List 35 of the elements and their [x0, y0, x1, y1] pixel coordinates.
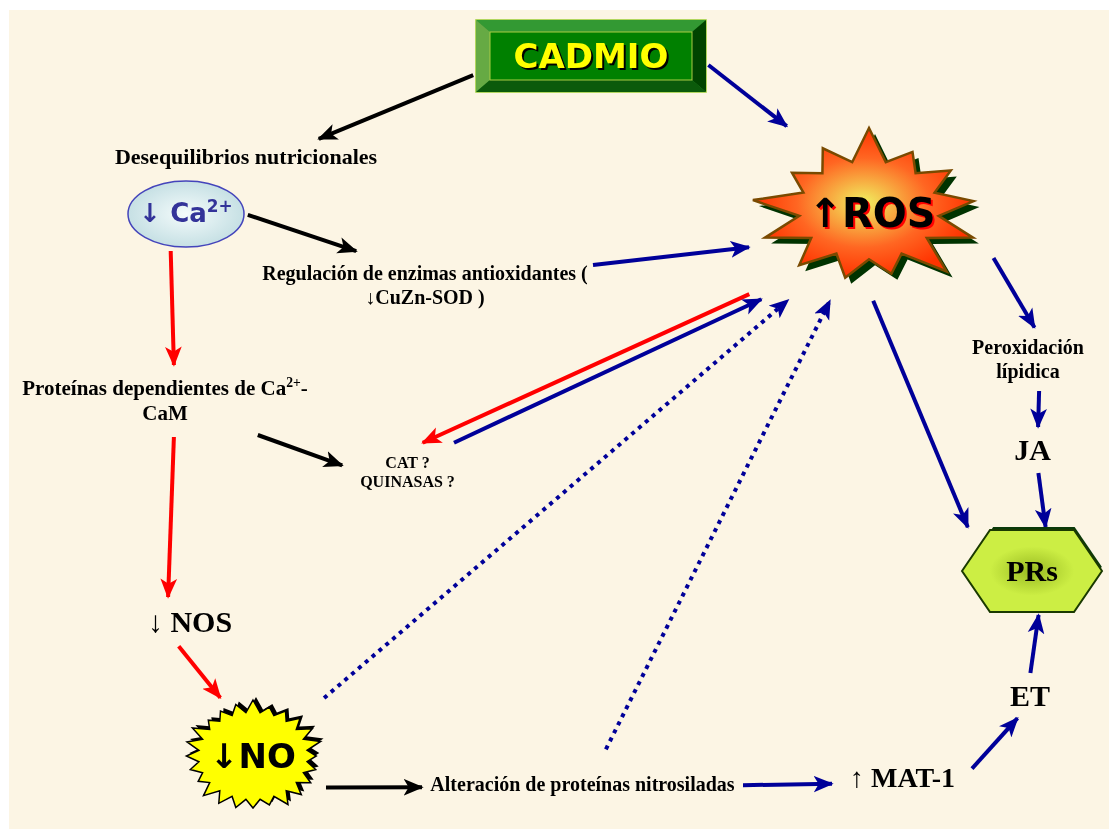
node-label: CADMIO: [513, 35, 669, 77]
arrow: [991, 257, 1037, 329]
node-text: ET: [1009, 678, 1051, 714]
node-text: ↑ MAT-1: [849, 761, 956, 795]
node-text: Desequilibrios nutricionales: [113, 143, 379, 171]
arrow: [326, 778, 424, 796]
node-text: Proteínas dependientes de Ca$^{2+}$-CaM: [21, 375, 309, 427]
arrow: [871, 300, 970, 529]
arrow: [1034, 472, 1052, 529]
arrow: [177, 645, 222, 699]
arrow: [604, 299, 832, 751]
arrow: [322, 298, 790, 700]
arrow: [970, 716, 1019, 770]
node-text: Regulación de enzimas antioxidantes ( ↓CuZn-SOD ): [261, 261, 589, 309]
node-text: Alteración de proteínas nitrosiladas: [429, 772, 736, 796]
node-label: ↓NO: [210, 735, 296, 777]
arrow: [247, 213, 358, 254]
arrow: [707, 63, 788, 128]
arrow: [742, 775, 834, 793]
arrow: [421, 292, 751, 445]
arrow: [160, 436, 178, 599]
node-label: ↑ROS: [808, 189, 936, 237]
arrow: [592, 241, 751, 267]
arrow: [317, 73, 474, 141]
node-text: JA: [1013, 432, 1052, 468]
arrow: [1027, 613, 1045, 674]
arrow: [165, 250, 182, 367]
node-text: Peroxidación lípidica: [971, 335, 1085, 383]
node-text: CAT ? QUINASAS ?: [359, 452, 456, 492]
node-text: ↓ NOS: [146, 604, 234, 640]
node-label: PRs: [1006, 553, 1058, 589]
arrow: [257, 433, 344, 468]
arrow: [1030, 390, 1047, 429]
arrow: [453, 297, 763, 445]
node-label: ↓ Ca$^{2+}$: [139, 198, 233, 230]
